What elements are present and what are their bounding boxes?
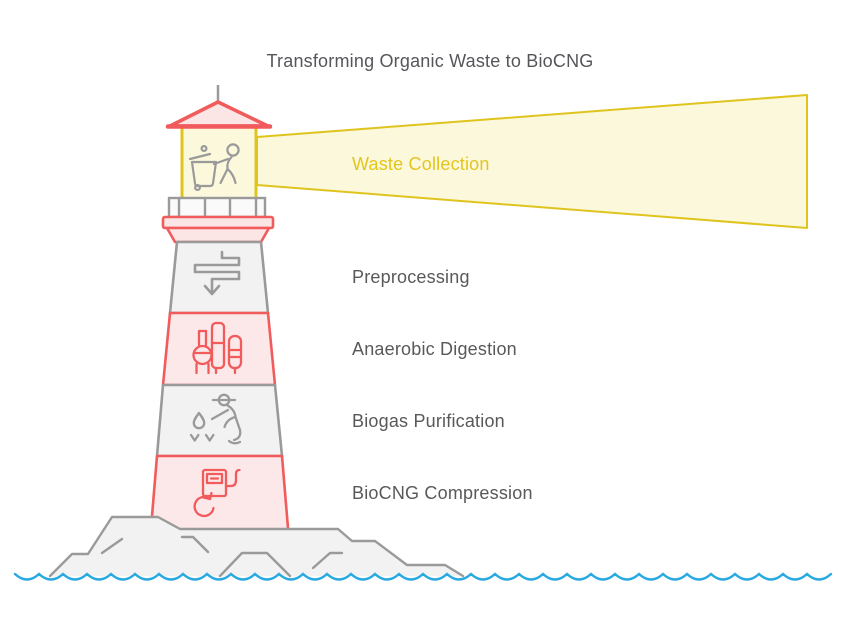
- light-beam-shape: [256, 94, 808, 229]
- lantern-room: [180, 126, 258, 198]
- stage-label-biocng-compression: BioCNG Compression: [352, 483, 533, 503]
- tower-section-preprocessing: [168, 240, 270, 315]
- stage-label-biogas-purification: Biogas Purification: [352, 411, 505, 431]
- rock-seam-right: [311, 551, 344, 570]
- waste-collection-icon: [188, 143, 240, 192]
- stage-label-anaerobic-digestion: Anaerobic Digestion: [352, 339, 517, 359]
- stage-label-preprocessing: Preprocessing: [352, 267, 470, 287]
- tower-neck: [165, 226, 271, 244]
- light-beam: Waste Collection: [256, 94, 808, 229]
- biocng-compression-icon: [193, 468, 241, 518]
- rock-seam-left: [100, 537, 124, 555]
- lighthouse-roof: [165, 100, 273, 129]
- gallery-railing: [167, 196, 267, 219]
- water-waves: [13, 572, 833, 581]
- anaerobic-digestion-icon: [192, 321, 243, 375]
- preprocessing-icon: [193, 250, 241, 296]
- page-title: Transforming Organic Waste to BioCNG: [267, 51, 594, 71]
- rock-mass: [50, 517, 463, 576]
- railing-frame: [167, 196, 267, 219]
- front-rock-outline: [218, 551, 292, 578]
- rock-outline: [48, 515, 465, 578]
- gallery-deck: [161, 215, 275, 230]
- roof-triangle: [168, 100, 270, 128]
- rocks: [48, 515, 465, 578]
- rock-seam-center: [180, 535, 210, 554]
- beam-label: Waste Collection: [352, 154, 490, 174]
- biogas-purification-icon: [189, 393, 242, 445]
